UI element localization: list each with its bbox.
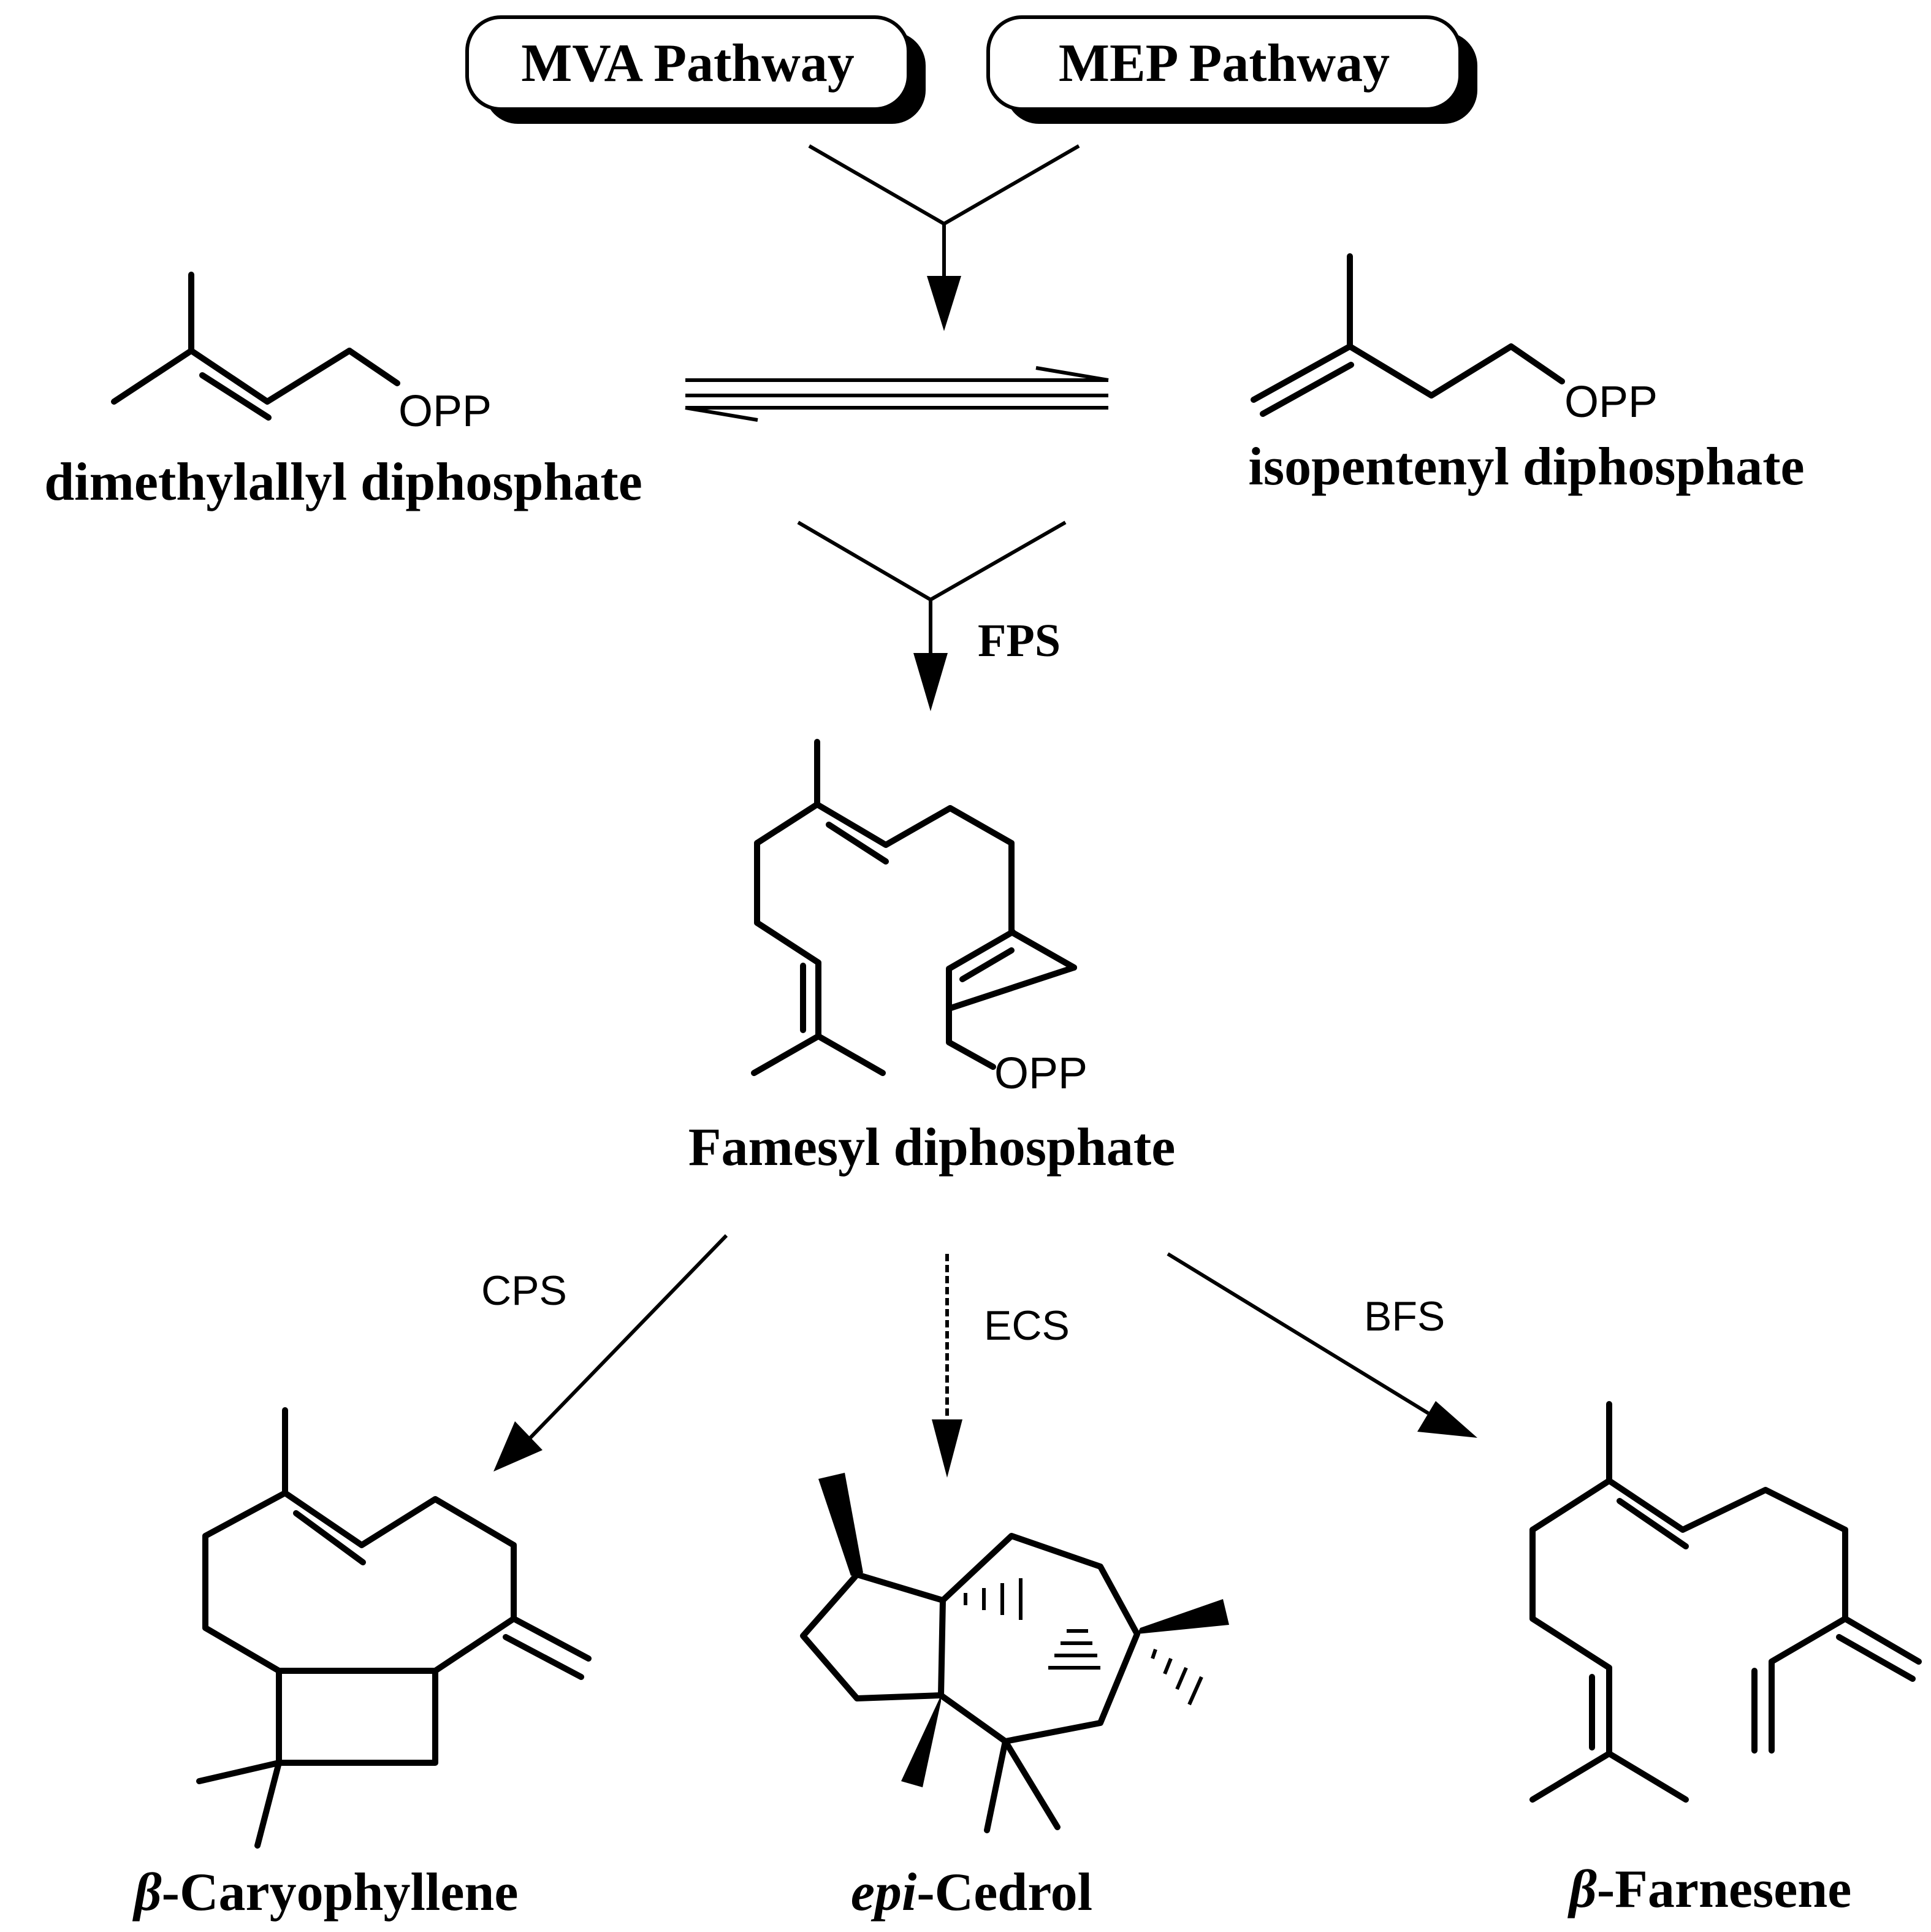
mva-pathway-label: MVA Pathway [521,34,855,93]
cedrol-structure [800,1473,1229,1833]
farnesene-name: β-Farnesene [1567,1860,1852,1919]
mep-pathway-box: MEP Pathway [986,15,1477,124]
mep-pathway-label: MEP Pathway [1059,34,1390,93]
ecs-label: ECS [984,1302,1070,1349]
fpp-name: Famesyl diphosphate [688,1118,1176,1177]
farnesene-suffix: -Farnesene [1597,1860,1851,1919]
cps-label: CPS [481,1267,567,1314]
dmapp-structure: OPP [111,272,492,436]
cedrol-prefix: epi [851,1863,917,1922]
ipp-structure: OPP [1251,253,1658,427]
fpp-opp-label: OPP [994,1049,1087,1098]
isomerization-equilibrium-arrows [685,366,1109,422]
fps-arrow: FPS [797,521,1067,711]
bfs-arrow: BFS [1167,1252,1477,1438]
cps-arrow: CPS [481,1234,728,1472]
caryophyllene-structure [196,1407,592,1849]
bfs-label: BFS [1364,1293,1445,1340]
mva-pathway-box: MVA Pathway [465,15,926,124]
ecs-arrow: ECS [932,1254,1070,1478]
dmapp-opp-label: OPP [398,387,492,436]
cedrol-suffix: -Cedrol [916,1863,1092,1922]
ipp-name: isopentenyl diphosphate [1248,437,1804,497]
fps-label: FPS [978,615,1061,666]
fpp-structure: OPP [751,739,1087,1098]
caryophyllene-prefix: β [132,1863,162,1922]
farnesene-structure [1529,1401,1922,1803]
cedrol-hash-bonds [964,1578,1203,1706]
caryophyllene-name: β-Caryophyllene [132,1863,519,1922]
pathway-merge-arrow [808,144,1080,331]
cedrol-name: epi-Cedrol [851,1863,1092,1922]
ipp-opp-label: OPP [1564,378,1658,427]
farnesene-prefix: β [1567,1860,1597,1919]
dmapp-name: dimethylallyl diphosphate [44,452,642,512]
caryophyllene-suffix: -Caryophyllene [162,1863,519,1922]
